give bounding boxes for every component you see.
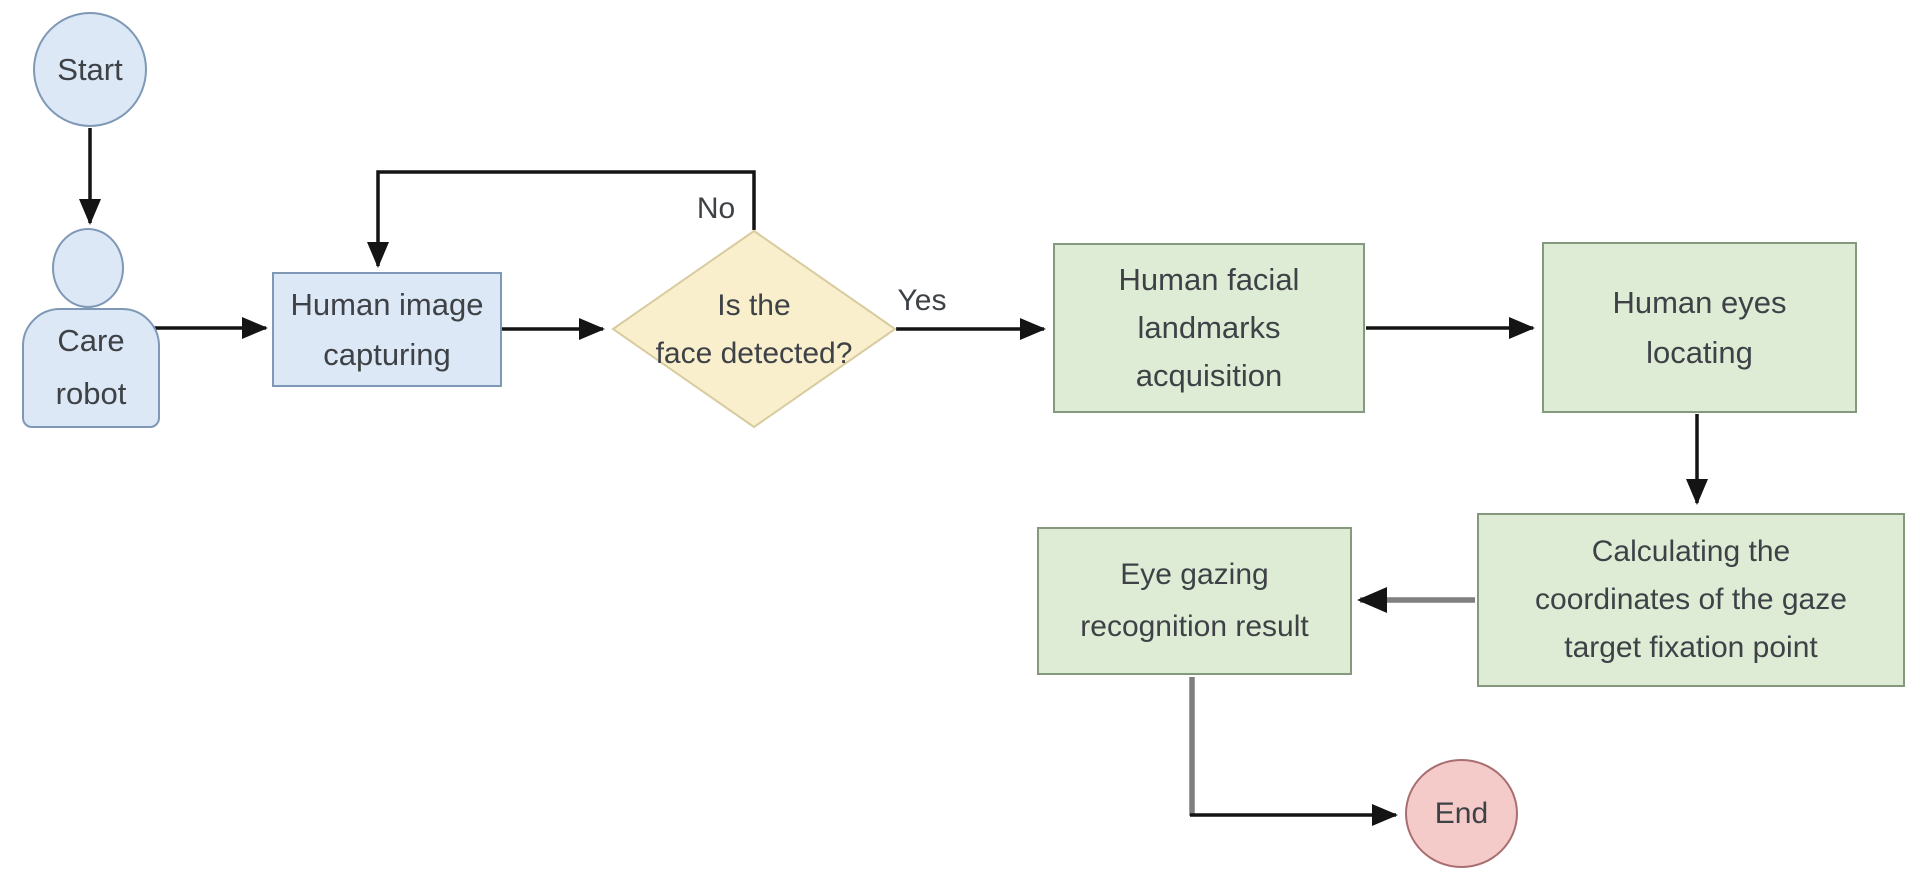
end-node: End: [1405, 759, 1518, 868]
recognition-result-label: Eye gazing recognition result: [1080, 557, 1309, 644]
edge-label-no: No: [666, 189, 766, 229]
care-robot-node: Care robot: [22, 308, 160, 428]
eyes-locating-node: Human eyes locating: [1542, 242, 1857, 413]
facial-landmarks-node: Human facial landmarks acquisition: [1053, 243, 1365, 413]
start-label: Start: [57, 51, 123, 87]
gaze-calculation-node: Calculating the coordinates of the gaze …: [1477, 513, 1905, 687]
end-label: End: [1434, 796, 1489, 830]
decision-diamond-shape: [611, 229, 897, 429]
facial-landmarks-label: Human facial landmarks acquisition: [1118, 261, 1300, 394]
care-robot-label: Care robot: [55, 323, 127, 411]
yes-label: Yes: [897, 284, 947, 317]
face-detected-label: Is the face detected?: [655, 289, 853, 370]
eyes-locating-label: Human eyes locating: [1612, 284, 1787, 370]
start-node: Start: [33, 12, 147, 127]
recognition-result-node: Eye gazing recognition result: [1037, 527, 1352, 675]
edge-no-loop-to-capture: [367, 170, 756, 268]
human-image-capturing-node: Human image capturing: [272, 272, 502, 387]
edge-label-yes: Yes: [872, 281, 972, 321]
care-robot-head-icon: [52, 228, 124, 308]
human-image-capturing-label: Human image capturing: [290, 286, 484, 372]
gaze-calculation-label: Calculating the coordinates of the gaze …: [1535, 535, 1847, 664]
face-detected-decision-node: Is the face detected?: [634, 265, 874, 395]
no-label: No: [696, 192, 736, 225]
